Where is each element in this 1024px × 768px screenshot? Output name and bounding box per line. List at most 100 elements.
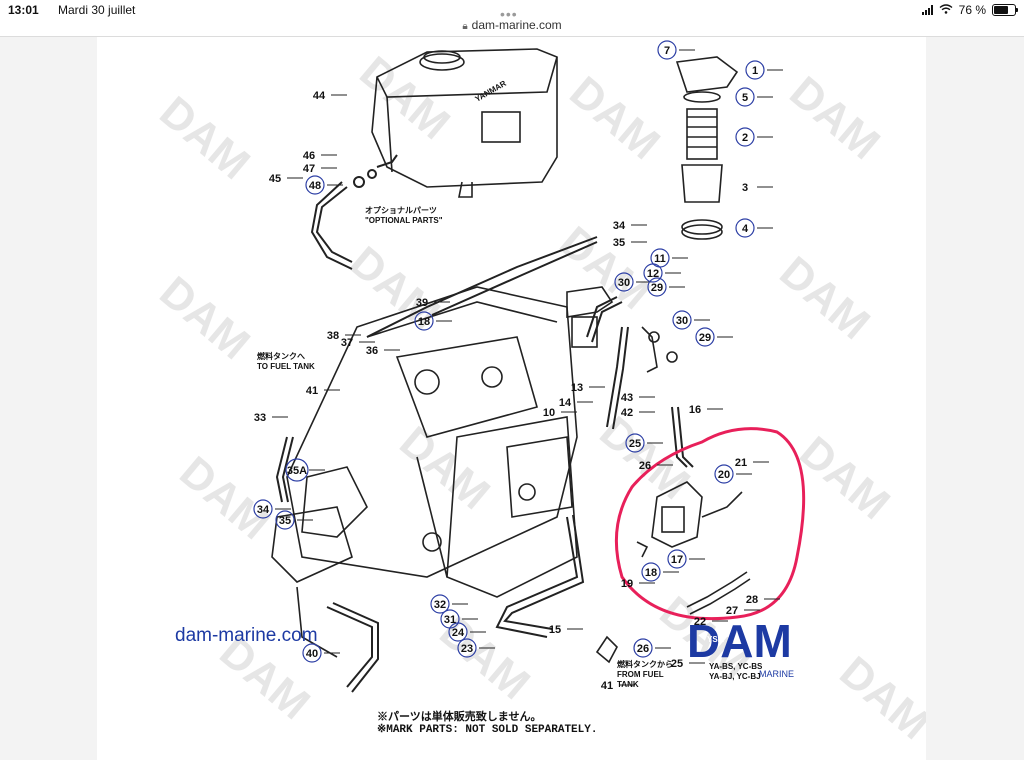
more-dots-icon[interactable]: ••• bbox=[500, 6, 518, 22]
status-bar: 13:01 Mardi 30 juillet 76 % bbox=[0, 0, 1024, 20]
site-link[interactable]: dam-marine.com bbox=[175, 625, 318, 646]
browser-url-bar[interactable]: ••• 🔒︎dam-marine.com bbox=[0, 6, 1024, 38]
callout-13: 13 bbox=[571, 382, 583, 394]
dam-logo: DAM bbox=[687, 615, 792, 667]
watermark-3: DAM bbox=[781, 67, 889, 169]
callout-41: 41 bbox=[306, 385, 318, 397]
watermark-7: DAM bbox=[771, 247, 879, 349]
tank-brand-text: YANMAR bbox=[474, 79, 508, 104]
callout-17: 17 bbox=[671, 554, 683, 566]
status-date: Mardi 30 juillet bbox=[58, 3, 136, 17]
battery-icon bbox=[992, 4, 1018, 16]
callout-20: 20 bbox=[718, 469, 730, 481]
callout-33: 33 bbox=[254, 412, 266, 424]
status-time: 13:01 bbox=[8, 3, 39, 17]
fuel-pump-drawing bbox=[595, 481, 751, 664]
note-english: ※MARK PARTS: NOT SOLD SEPARATELY. bbox=[377, 724, 598, 736]
callout-44: 44 bbox=[313, 90, 326, 102]
callout-14: 14 bbox=[559, 397, 572, 409]
callout-circle-23 bbox=[457, 638, 477, 658]
leader-lines bbox=[272, 49, 783, 686]
cellular-signal-icon bbox=[921, 5, 933, 15]
callout-2: 2 bbox=[742, 132, 748, 144]
callout-24: 24 bbox=[452, 627, 465, 639]
bottom-bar bbox=[0, 760, 1024, 768]
callout-circle-1 bbox=[745, 60, 765, 80]
callout-42: 42 bbox=[621, 407, 633, 419]
lock-icon: 🔒︎ bbox=[462, 21, 468, 32]
callout-23: 23 bbox=[461, 643, 473, 655]
watermark-2: DAM bbox=[561, 67, 669, 169]
fuel-filter-assembly bbox=[675, 56, 739, 240]
url-text: dam-marine.com bbox=[471, 18, 562, 32]
callout-12: 12 bbox=[647, 268, 659, 280]
callout-38: 38 bbox=[327, 330, 339, 342]
callout-3: 3 bbox=[742, 182, 748, 194]
callout-circle-17 bbox=[667, 549, 687, 569]
battery-percent: 76 % bbox=[958, 3, 986, 17]
callout-circle-20 bbox=[714, 464, 734, 484]
callout-circle-5 bbox=[735, 87, 755, 107]
callout-circle-18b bbox=[641, 562, 661, 582]
optional-parts-jp: オプショナルパーツ bbox=[365, 205, 437, 215]
from-fuel-tank-label-2: TANK bbox=[617, 680, 639, 689]
status-right: 76 % bbox=[921, 3, 1018, 17]
fuel-tank-drawing bbox=[371, 48, 558, 198]
callout-4: 4 bbox=[742, 223, 749, 235]
optional-hose-drawing bbox=[310, 154, 398, 270]
callout-circle-30b bbox=[672, 310, 692, 330]
callout-31: 31 bbox=[444, 614, 456, 626]
callout-41b: 41 bbox=[601, 680, 613, 692]
callout-1: 1 bbox=[752, 65, 758, 77]
callout-circle-48 bbox=[305, 175, 325, 195]
callout-19: 19 bbox=[621, 578, 633, 590]
callout-circle-40 bbox=[302, 643, 322, 663]
callout-32: 32 bbox=[434, 599, 446, 611]
callout-28: 28 bbox=[746, 594, 758, 606]
fuel-lines-drawing bbox=[275, 236, 694, 693]
callout-30b: 30 bbox=[676, 315, 688, 327]
secondary-filter-drawing bbox=[566, 286, 678, 373]
callout-47: 47 bbox=[303, 163, 315, 175]
callout-35A: 35A bbox=[287, 465, 307, 477]
model-line-2: YA-BJ, YC-BJ bbox=[709, 672, 761, 681]
callout-labels: 1234571011121314151617181920212223242526… bbox=[253, 40, 765, 692]
callout-circle-18 bbox=[414, 311, 434, 331]
callout-circle-30 bbox=[614, 272, 634, 292]
address-display[interactable]: 🔒︎dam-marine.com bbox=[0, 18, 1024, 32]
callout-18b: 18 bbox=[645, 567, 657, 579]
callout-40: 40 bbox=[306, 648, 318, 660]
watermark-8: DAM bbox=[171, 447, 279, 549]
logo-prefix: YSM bbox=[707, 635, 725, 644]
callout-circle-29 bbox=[647, 277, 667, 297]
callout-27: 27 bbox=[726, 605, 738, 617]
watermark-15: DAM bbox=[831, 647, 926, 749]
callout-circle-2 bbox=[735, 127, 755, 147]
callout-circle-7 bbox=[657, 40, 677, 60]
watermark-4: DAM bbox=[151, 267, 259, 369]
callout-circle-25 bbox=[625, 433, 645, 453]
callout-43: 43 bbox=[621, 392, 633, 404]
callout-circle-34b bbox=[253, 499, 273, 519]
callout-29b: 29 bbox=[699, 332, 711, 344]
callout-circle-29b bbox=[695, 327, 715, 347]
callout-5: 5 bbox=[742, 92, 748, 104]
callout-45: 45 bbox=[269, 173, 281, 185]
callout-46: 46 bbox=[303, 150, 315, 162]
callout-circle-35A bbox=[285, 458, 309, 482]
watermark-11: DAM bbox=[791, 427, 899, 529]
callout-circle-12 bbox=[643, 263, 663, 283]
callout-circle-32 bbox=[430, 594, 450, 614]
from-fuel-tank-label-1: FROM FUEL bbox=[617, 670, 664, 679]
from-fuel-tank-jp: 燃料タンクから bbox=[617, 659, 673, 669]
callout-37: 37 bbox=[341, 337, 353, 349]
callout-18: 18 bbox=[418, 316, 430, 328]
callout-21: 21 bbox=[735, 457, 747, 469]
callout-22: 22 bbox=[694, 616, 706, 628]
callout-circle-35b bbox=[275, 510, 295, 530]
engine-drawing bbox=[271, 286, 578, 658]
callout-circle-26b bbox=[633, 638, 653, 658]
highlight-circle bbox=[614, 427, 806, 621]
callout-34b: 34 bbox=[257, 504, 270, 516]
